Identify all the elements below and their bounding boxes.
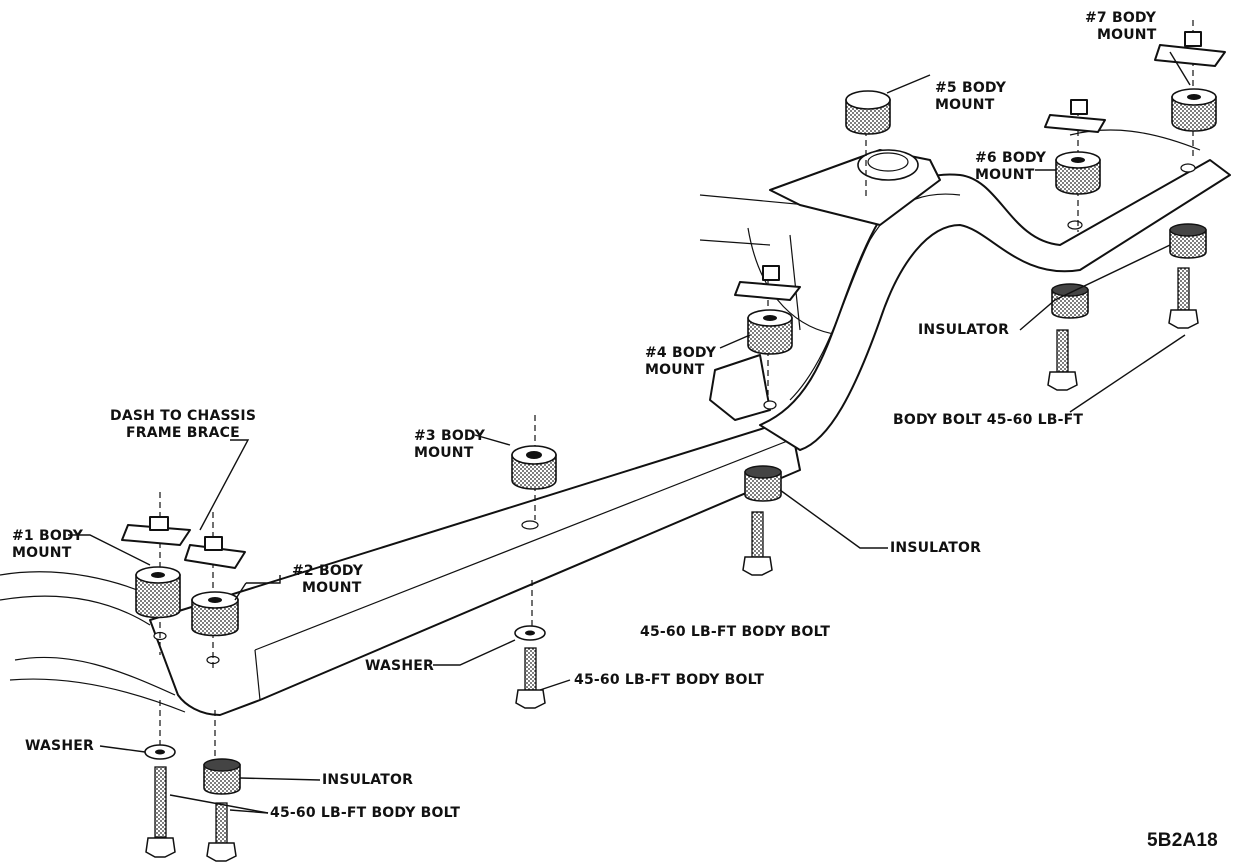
insulator-mid [744,465,782,502]
label-mount-6-line2: MOUNT [975,167,1035,183]
bolt-mid [515,647,546,709]
label-mount-2-line1: #2 BODY [292,563,364,579]
label-mount-7: #7 BODY MOUNT [1085,10,1156,44]
label-mount-4-line1: #4 BODY [645,345,717,361]
frame-rail [149,149,1231,716]
label-mount-2: #2 BODY MOUNT [292,563,363,597]
bolt-insulator-mid [742,511,773,576]
label-bolt-front: 45-60 LB-FT BODY BOLT [270,805,461,821]
label-mount-1-line1: #1 BODY [12,528,84,544]
bolt-front-a [145,766,176,858]
label-mount-5-line1: #5 BODY [935,80,1007,96]
label-frame-brace-line2: FRAME BRACE [126,425,240,441]
label-mount-5: #5 BODY MOUNT [935,80,1006,114]
bolt-front-b [206,802,237,862]
body-mount-cushions [135,88,1217,637]
insulator-rear-b [1169,223,1207,259]
mount-5-cushion [845,90,891,135]
rear-body-lines [699,129,1201,336]
figure-reference: 5B2A18 [1147,830,1218,851]
label-insulator-rear: INSULATOR [918,322,1010,338]
bolt-rear-a [1047,329,1078,391]
label-mount-6-line1: #6 BODY [975,150,1047,166]
mount-6-cushion [1055,151,1101,195]
label-frame-brace: DASH TO CHASSIS FRAME BRACE [110,408,256,442]
label-insulator-front: INSULATOR [322,772,414,788]
label-mount-3-line2: MOUNT [414,445,474,461]
label-mount-7-line1: #7 BODY [1085,10,1157,26]
label-washer-mid: WASHER [365,658,434,674]
label-mount-3: #3 BODY MOUNT [414,428,485,462]
label-mount-1: #1 BODY MOUNT [12,528,83,562]
bolt-rear-b [1168,267,1199,329]
label-mount-1-line2: MOUNT [12,545,72,561]
label-bolt-mid-lower: 45-60 LB-FT BODY BOLT [574,672,765,688]
mount-3-cushion [511,445,557,490]
label-mount-5-line2: MOUNT [935,97,995,113]
lower-insulators [203,223,1207,795]
label-mount-3-line1: #3 BODY [414,428,486,444]
washers [144,625,546,760]
label-mount-7-line2: MOUNT [1097,27,1157,43]
leader-lines [68,51,1191,814]
body-nut-brackets [121,31,1226,569]
label-mount-4-line2: MOUNT [645,362,705,378]
mount-1-cushion [135,566,181,619]
insulator-rear-a [1051,283,1089,319]
mount-7-cushion [1171,88,1217,132]
label-washer-front: WASHER [25,738,94,754]
label-bolt-mid-upper: 45-60 LB-FT BODY BOLT [640,624,831,640]
body-bolts [145,267,1199,862]
washer-front [144,744,176,760]
label-mount-2-line2: MOUNT [302,580,362,596]
label-body-bolt-rear: BODY BOLT 45-60 LB-FT [893,412,1084,428]
label-frame-brace-line1: DASH TO CHASSIS [110,408,257,424]
insulator-front [203,758,241,795]
label-insulator-mid: INSULATOR [890,540,982,556]
mount-4-cushion [747,309,793,355]
label-mount-6: #6 BODY MOUNT [975,150,1046,184]
washer-mid [514,625,546,641]
mount-2-cushion [191,591,239,637]
label-mount-4: #4 BODY MOUNT [645,345,716,379]
